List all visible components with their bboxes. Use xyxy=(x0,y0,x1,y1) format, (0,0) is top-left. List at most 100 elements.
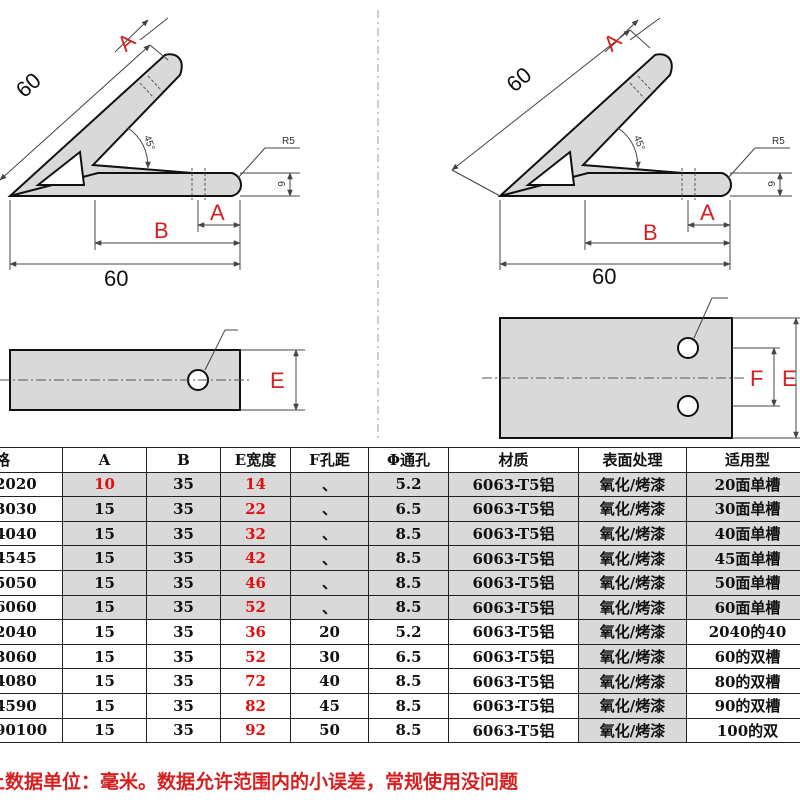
table-cell: 6060 xyxy=(0,594,63,621)
table-cell: 5050 xyxy=(0,569,63,596)
right-dim-R5: R5 xyxy=(772,136,785,147)
table-cell: 、 xyxy=(290,545,369,571)
table-cell: 90的双槽 xyxy=(686,692,800,719)
left-dim-6: 6 xyxy=(275,181,286,187)
table-cell: 6063-T5铝 xyxy=(448,717,579,744)
header-cell: Φ通孔 xyxy=(368,447,449,473)
table-cell: 35 xyxy=(146,643,221,670)
table-cell: 6063-T5铝 xyxy=(448,643,579,670)
left-top-view: E xyxy=(0,329,305,411)
spec-table: 格 A B E宽度 F孔距 Φ通孔 材质 表面处理 适用型 2020103514… xyxy=(0,447,800,744)
table-cell: 氧化/烤漆 xyxy=(578,643,687,670)
table-cell: 6063-T5铝 xyxy=(448,668,579,694)
left-dim-B: B xyxy=(154,218,169,243)
table-cell: 30 xyxy=(290,643,369,670)
table-cell: 82 xyxy=(220,692,291,719)
table-cell: 35 xyxy=(146,520,221,547)
table-cell: 46 xyxy=(220,569,291,596)
table-cell: 6063-T5铝 xyxy=(448,692,579,719)
table-cell: 6063-T5铝 xyxy=(448,619,579,645)
right-dim-E: E xyxy=(782,366,797,391)
table-body: 2020103514、5.26063-T5铝氧化/烤漆20面单槽30301535… xyxy=(0,471,800,744)
table-header-row: 格 A B E宽度 F孔距 Φ通孔 材质 表面处理 适用型 xyxy=(0,447,800,473)
table-cell: 35 xyxy=(146,569,221,596)
right-dim-6: 6 xyxy=(765,181,776,187)
left-dim-45: 45° xyxy=(141,134,157,152)
left-bracket-profile-base xyxy=(9,172,242,197)
table-cell: 8.5 xyxy=(368,668,449,694)
footer-note: 上数据单位：毫米。数据允许范围内的小误差，常规使用没问题 xyxy=(0,771,519,793)
right-top-view: F E xyxy=(482,297,800,439)
right-dim-F: F xyxy=(750,366,763,391)
table-cell: 36 xyxy=(220,619,291,645)
table-cell: 6.5 xyxy=(368,496,449,522)
table-cell: 35 xyxy=(146,594,221,621)
table-cell: 氧化/烤漆 xyxy=(578,569,687,596)
left-dim-60-diagonal: 60 xyxy=(11,68,46,103)
table-cell: 15 xyxy=(62,545,147,571)
table-cell: 50面单槽 xyxy=(686,569,800,596)
table-cell: 60面单槽 xyxy=(686,594,800,621)
left-side-view: 60 A 45° R5 6 A B 60 xyxy=(0,17,300,291)
right-plate-hole-2 xyxy=(677,395,699,417)
header-cell: A xyxy=(62,447,147,473)
table-cell: 5.2 xyxy=(368,619,449,645)
table-cell: 40面单槽 xyxy=(686,520,800,547)
table-cell: 15 xyxy=(62,520,147,547)
right-dim-B: B xyxy=(643,220,658,245)
table-cell: 6.5 xyxy=(368,643,449,670)
table-cell: 4080 xyxy=(0,668,63,694)
table-cell: 、 xyxy=(290,594,369,621)
left-dim-60-bottom: 60 xyxy=(104,266,128,291)
table-cell: 、 xyxy=(290,496,369,522)
table-cell: 6063-T5铝 xyxy=(448,471,579,498)
table-cell: 35 xyxy=(146,545,221,571)
table-cell: 22 xyxy=(220,496,291,522)
table-cell: 15 xyxy=(62,594,147,621)
left-dim-R5: R5 xyxy=(282,136,295,147)
table-cell: 60的双槽 xyxy=(686,643,800,670)
header-cell: E宽度 xyxy=(220,447,291,473)
table-cell: 3030 xyxy=(0,496,63,522)
header-cell: 格 xyxy=(0,447,63,473)
table-cell: 20 xyxy=(290,619,369,645)
table-cell: 35 xyxy=(146,717,221,744)
table-cell: 90100 xyxy=(0,717,63,744)
table-cell: 、 xyxy=(290,471,369,498)
right-side-view: 60 A 45° R5 6 A B 60 xyxy=(451,17,792,289)
table-cell: 20面单槽 xyxy=(686,471,800,498)
table-cell: 2040 xyxy=(0,619,63,645)
table-cell: 15 xyxy=(62,717,147,744)
table-cell: 8.5 xyxy=(368,594,449,621)
table-cell: 35 xyxy=(146,496,221,522)
table-cell: 52 xyxy=(220,643,291,670)
right-dim-A-bottom: A xyxy=(700,200,715,225)
table-cell: 4040 xyxy=(0,520,63,547)
table-cell: 8.5 xyxy=(368,520,449,547)
table-cell: 35 xyxy=(146,692,221,719)
table-cell: 42 xyxy=(220,545,291,571)
header-cell: F孔距 xyxy=(290,447,369,473)
table-cell: 6063-T5铝 xyxy=(448,496,579,522)
right-dim-60-bottom: 60 xyxy=(592,264,616,289)
table-cell: 8.5 xyxy=(368,717,449,744)
table-cell: 100的双 xyxy=(686,717,800,744)
header-cell: 适用型 xyxy=(686,447,800,473)
right-bracket-profile-base xyxy=(499,172,732,197)
table-cell: 15 xyxy=(62,619,147,645)
technical-drawings: 60 A 45° R5 6 A B 60 xyxy=(0,10,800,440)
table-cell: 3060 xyxy=(0,643,63,670)
table-cell: 氧化/烤漆 xyxy=(578,668,687,694)
table-cell: 氧化/烤漆 xyxy=(578,692,687,719)
table-cell: 6063-T5铝 xyxy=(448,569,579,596)
table-cell: 14 xyxy=(220,471,291,498)
table-cell: 8.5 xyxy=(368,692,449,719)
